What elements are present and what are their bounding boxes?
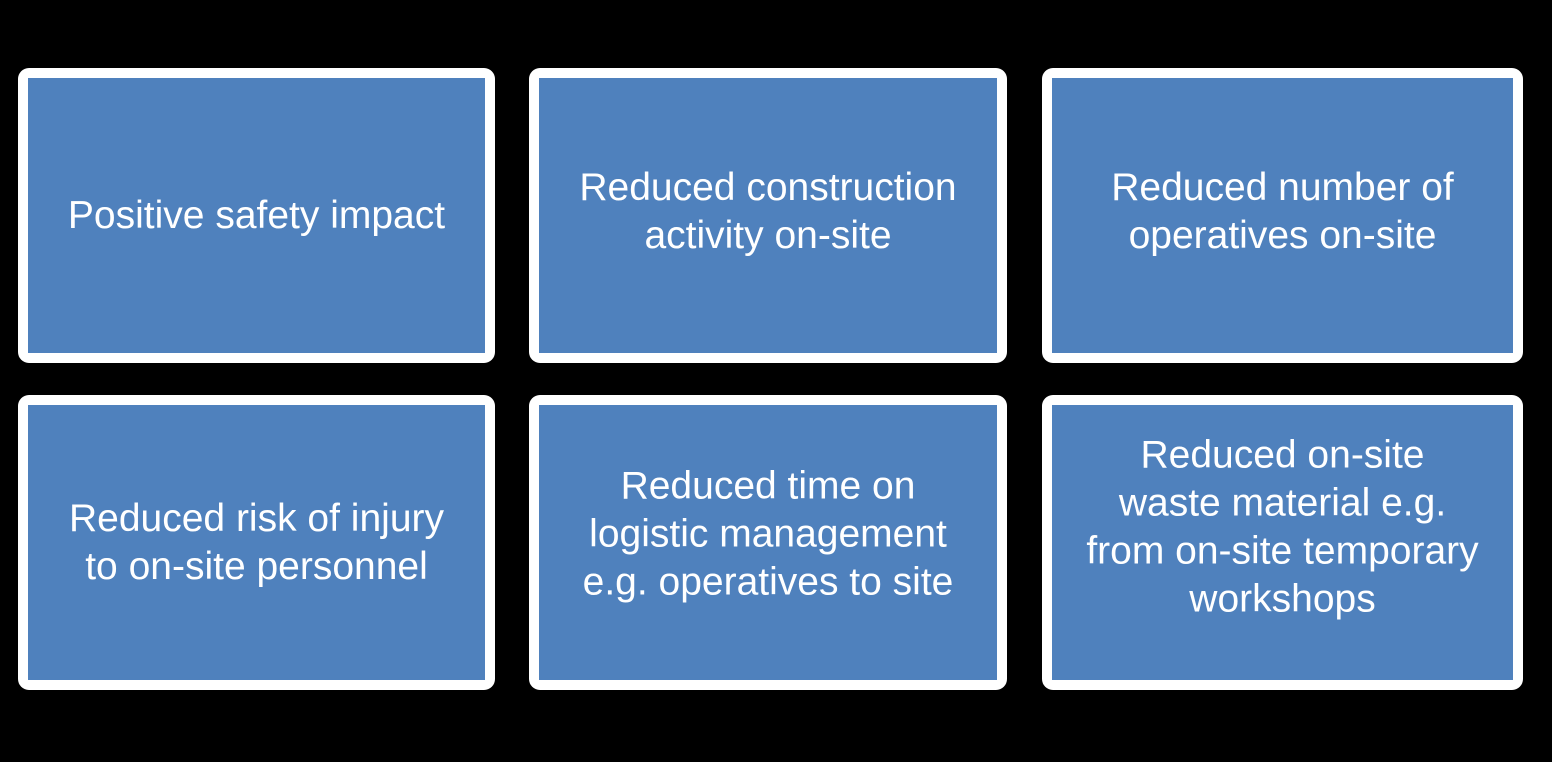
card-6-label: Reduced on-site waste material e.g. from…	[1086, 433, 1479, 621]
diagram-card-3[interactable]: Reduced number of operatives on-site	[1042, 68, 1523, 363]
card-4-label: Reduced risk of injury to on-site person…	[69, 496, 444, 588]
card-1-label: Positive safety impact	[67, 193, 446, 237]
card-3-fill: Reduced number of operatives on-site	[1052, 78, 1513, 353]
card-5-fill: Reduced time on logistic management e.g.…	[539, 405, 997, 680]
card-3-label: Reduced number of operatives on-site	[1111, 165, 1454, 257]
diagram-card-5[interactable]: Reduced time on logistic management e.g.…	[529, 395, 1007, 690]
card-4-fill: Reduced risk of injury to on-site person…	[28, 405, 485, 680]
card-2-label: Reduced construction activity on-site	[579, 165, 957, 257]
diagram-card-4[interactable]: Reduced risk of injury to on-site person…	[18, 395, 495, 690]
diagram-card-2[interactable]: Reduced construction activity on-site	[529, 68, 1007, 363]
card-1-fill: Positive safety impact	[28, 78, 485, 353]
card-6-fill: Reduced on-site waste material e.g. from…	[1052, 405, 1513, 680]
diagram-card-6[interactable]: Reduced on-site waste material e.g. from…	[1042, 395, 1523, 690]
diagram-card-1[interactable]: Positive safety impact	[18, 68, 495, 363]
card-2-fill: Reduced construction activity on-site	[539, 78, 997, 353]
card-5-label: Reduced time on logistic management e.g.…	[582, 463, 954, 603]
